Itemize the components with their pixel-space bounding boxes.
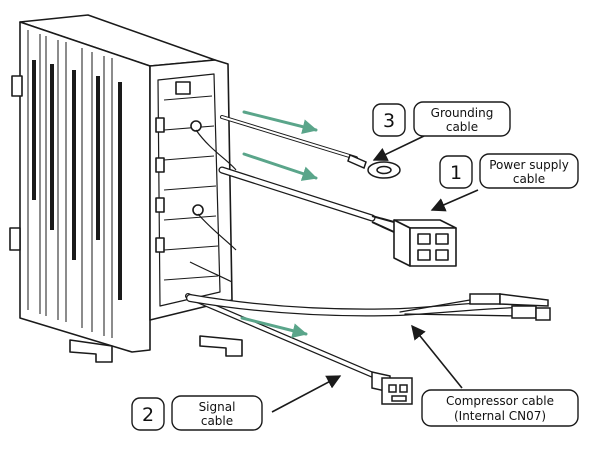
callout-compressor: Compressor cable (Internal CN07) <box>421 389 579 427</box>
power-pointer-arrow <box>430 189 479 212</box>
callout-label-line2: cable <box>446 120 478 134</box>
callout-number-box <box>372 103 406 137</box>
callout-label-box <box>171 395 263 431</box>
callout-power-supply: 1 Power supply cable <box>439 153 579 189</box>
power-insertion-arrow <box>242 152 318 181</box>
callout-label-box <box>413 101 511 137</box>
callout-number: 2 <box>142 404 154 426</box>
callout-number-box <box>131 397 165 431</box>
callout-signal: 2 Signal cable <box>131 395 263 431</box>
callout-label-line1: Compressor cable <box>446 394 554 408</box>
callout-label-line2: cable <box>513 172 545 186</box>
compressor-connector <box>469 293 551 321</box>
callout-number-box <box>439 155 473 189</box>
signal-pointer-arrow <box>271 375 342 413</box>
callout-label-line1: Power supply <box>489 158 569 172</box>
callout-grounding: 3 Grounding cable <box>372 101 511 137</box>
callout-number: 1 <box>450 162 462 184</box>
unit-housing <box>9 14 243 363</box>
pointer-arrows <box>271 135 479 413</box>
callout-label-line1: Grounding <box>431 106 494 120</box>
grounding-pointer-arrow <box>372 135 425 161</box>
callout-number: 3 <box>383 110 395 132</box>
grounding-insertion-arrow <box>242 110 318 135</box>
signal-insertion-arrow <box>240 316 308 339</box>
insertion-direction-arrows <box>240 110 318 339</box>
cables <box>185 115 524 381</box>
callout-label-line1: Signal <box>199 400 236 414</box>
power-supply-connector <box>371 215 457 267</box>
callout-label-line2: cable <box>201 414 233 428</box>
callout-label-box <box>479 153 579 189</box>
grounding-ring-terminal <box>347 153 401 179</box>
callout-label-line2: (Internal CN07) <box>454 409 546 423</box>
signal-connector <box>371 371 413 405</box>
compressor-pointer-arrow <box>411 324 463 389</box>
callout-label-box <box>421 389 579 427</box>
